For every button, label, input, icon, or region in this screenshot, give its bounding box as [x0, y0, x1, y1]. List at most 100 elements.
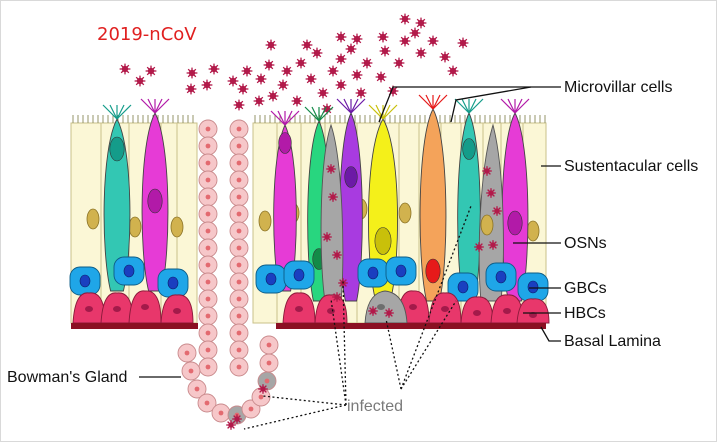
gland-cell-nucleus [264, 378, 270, 384]
virus-particle [399, 35, 411, 47]
gland-cell-nucleus [236, 228, 242, 234]
virus-particle [415, 17, 427, 29]
gland-cell-nucleus [236, 296, 242, 302]
virus-particle [227, 75, 239, 87]
virus-particle [301, 39, 313, 51]
virus-particle [134, 75, 146, 87]
virus-particle [328, 192, 338, 202]
osn-cilia [102, 104, 118, 120]
gland-cell-nucleus [205, 279, 211, 285]
infected-osn-nucleus [480, 214, 494, 236]
osn-cilia [454, 98, 470, 114]
osn-cilia [277, 110, 286, 126]
osn-cilia [500, 98, 516, 114]
osn-cilia [284, 110, 300, 126]
osn-magenta-mid [270, 110, 300, 292]
gland-cell-nucleus [236, 245, 242, 251]
label-sustentacular-cells: Sustentacular cells [564, 158, 698, 175]
virus-particle [361, 57, 373, 69]
label-infected: infected [347, 398, 403, 415]
gland-cell-nucleus [236, 126, 242, 132]
osn-cilia [336, 98, 352, 114]
gland-cell-nucleus [205, 143, 211, 149]
virus-particle [409, 27, 421, 39]
osn-purple [336, 98, 366, 302]
virus-particle [399, 13, 411, 25]
virus-particle [232, 414, 242, 424]
virus-particle [457, 37, 469, 49]
virus-particle [351, 33, 363, 45]
osn-cilia [109, 104, 118, 120]
sustentacular-nucleus [258, 210, 272, 232]
sustentacular-nucleus [86, 208, 100, 230]
osn-nucleus [344, 166, 358, 188]
virus-particle [439, 51, 451, 63]
virus-particle [355, 87, 367, 99]
globose-basal-cells [69, 256, 549, 302]
gland-cell-nucleus [205, 313, 211, 319]
label-basal-lamina: Basal Lamina [564, 333, 661, 350]
virus-particle [335, 53, 347, 65]
gland-cell-nucleus [194, 386, 200, 392]
hbc-nucleus [173, 308, 181, 314]
gland-cell-nucleus [266, 342, 272, 348]
microvilli [72, 115, 546, 123]
virus-particle [185, 83, 197, 95]
virus-particle [379, 45, 391, 57]
gbc-nucleus [457, 280, 469, 294]
leader-lines [139, 86, 561, 378]
osn-teal-left [102, 104, 132, 292]
osn-cilia [147, 98, 156, 114]
gland-cell-nucleus [236, 160, 242, 166]
hbc-nucleus [295, 306, 303, 312]
infected-hbc [364, 290, 408, 324]
virus-particle [226, 420, 236, 430]
gbc-nucleus [293, 268, 305, 282]
gland-cell-nucleus [205, 160, 211, 166]
osn-teal-right [454, 98, 484, 302]
osn-nucleus [278, 132, 292, 154]
infected-hbc-nucleus [377, 304, 385, 310]
sustentacular-nucleus [398, 202, 412, 224]
virus-particle [447, 65, 459, 77]
osn-nucleus [109, 136, 125, 162]
osn-cilia [304, 106, 320, 122]
virus-particle [208, 63, 220, 75]
osn-nucleus [462, 138, 476, 160]
sustentacular-nucleus [170, 216, 184, 238]
gland-cell-nucleus [218, 410, 224, 416]
gland-cell-nucleus [205, 211, 211, 217]
gland-cell-nucleus [188, 368, 194, 374]
virus-particle [335, 31, 347, 43]
osn-cilia [154, 98, 170, 114]
gland-cell-nucleus [236, 262, 242, 268]
gbc-nucleus [265, 272, 277, 286]
osn-cilia [468, 98, 477, 114]
osn-cilia [318, 106, 334, 122]
hbc-cell [516, 298, 550, 324]
virus-particle [281, 65, 293, 77]
virus-particle [368, 306, 378, 316]
label-osns: OSNs [564, 235, 607, 252]
virus-particle [119, 63, 131, 75]
gland-cell-nucleus [205, 228, 211, 234]
gland-cell-nucleus [236, 330, 242, 336]
hbc-nucleus [473, 310, 481, 316]
virus-particle [237, 83, 249, 95]
gland-cell-nucleus [236, 364, 242, 370]
intracellular-virus [226, 164, 502, 430]
virus-particle [258, 384, 268, 394]
osn-cilia [382, 104, 398, 120]
gland-cell-nucleus [266, 360, 272, 366]
osn-cilia [468, 98, 484, 114]
osn-cilia [432, 94, 448, 110]
virus-particle [277, 79, 289, 91]
osn-cilia [154, 98, 163, 114]
gland-cell-nucleus [236, 194, 242, 200]
virus-particle [326, 164, 336, 174]
osn-cilia [116, 104, 132, 120]
virus-particle [492, 206, 502, 216]
virus-particle [377, 31, 389, 43]
